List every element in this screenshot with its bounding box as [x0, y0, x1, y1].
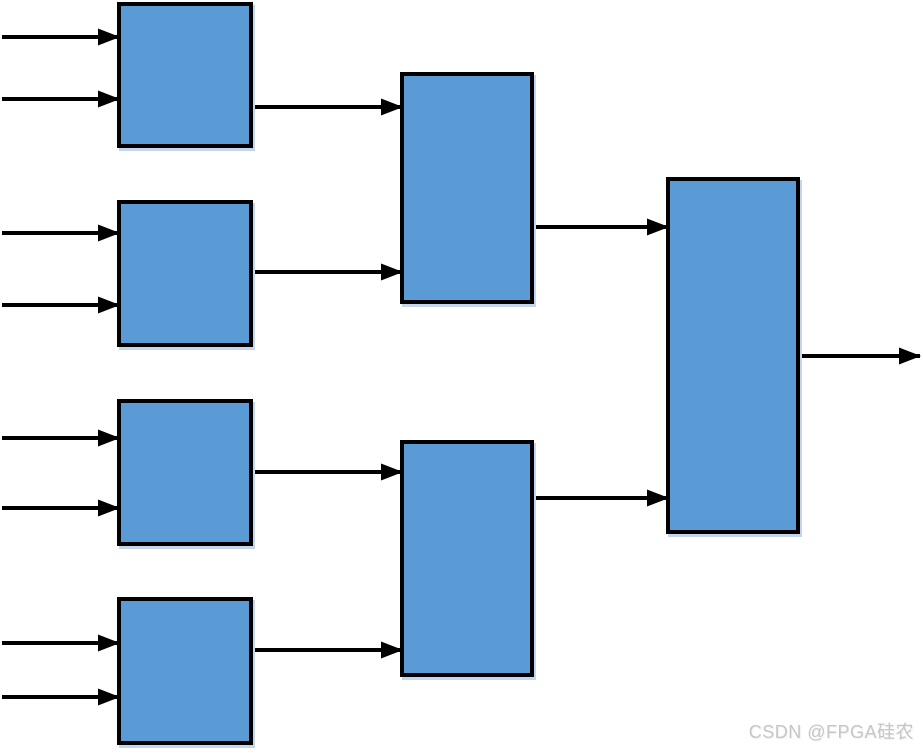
- stage1-box-2: [117, 200, 253, 347]
- stage1-box-1: [117, 2, 253, 148]
- stage2-box-2: [400, 440, 534, 677]
- csdn-watermark: CSDN @FPGA硅农: [748, 722, 914, 742]
- stage2-box-1: [400, 72, 534, 304]
- stage1-box-3: [117, 399, 253, 546]
- stage1-box-4: [117, 597, 253, 745]
- stage3-box-1: [666, 177, 800, 534]
